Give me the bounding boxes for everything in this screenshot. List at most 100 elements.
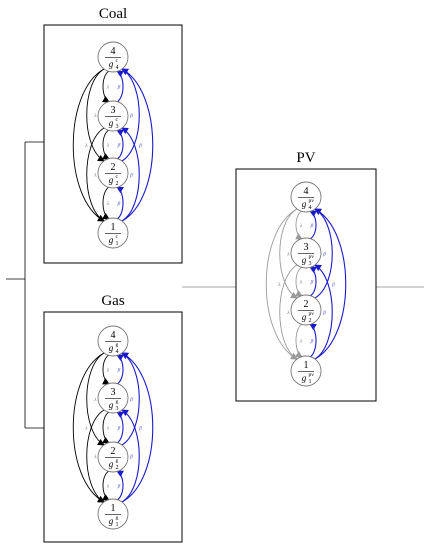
state-subscript: 4 — [309, 205, 312, 211]
down-rate-label: λ — [277, 282, 281, 288]
up-transition-arrow — [121, 68, 140, 162]
state-number: 2 — [304, 299, 309, 310]
state-symbol: g — [109, 343, 114, 353]
state-symbol: g — [109, 459, 114, 469]
down-transition-arrow — [279, 264, 298, 360]
state-superscript: c — [116, 58, 119, 64]
up-rate-label: β — [138, 426, 142, 432]
up-rate-label: β — [117, 426, 121, 432]
up-rate-label: β — [129, 173, 133, 179]
state-superscript: pv — [309, 198, 315, 204]
gas-panel-title: Gas — [101, 293, 124, 309]
state-superscript: g — [116, 515, 119, 521]
down-transition-arrow — [279, 208, 298, 299]
down-rate-label: λ — [106, 201, 110, 207]
up-transition-arrow — [121, 352, 140, 446]
up-rate-label: β — [117, 201, 121, 207]
up-transition-arrow — [309, 323, 317, 358]
state-circle — [290, 181, 322, 213]
down-transition-arrow — [102, 411, 110, 444]
up-transition-arrow — [314, 208, 347, 360]
up-rate-label: β — [138, 143, 142, 149]
up-rate-label: β — [129, 397, 133, 403]
state-superscript: g — [116, 399, 119, 405]
state-symbol: g — [109, 235, 114, 245]
down-transition-arrow — [295, 323, 303, 358]
state-subscript: 2 — [116, 465, 119, 471]
state-subscript: 4 — [116, 65, 119, 71]
state-circle — [290, 237, 322, 269]
down-rate-label: λ — [299, 223, 303, 229]
state-subscript: 3 — [116, 406, 119, 412]
up-rate-label: β — [322, 252, 326, 258]
state-symbol: g — [302, 199, 307, 209]
state-number: 3 — [111, 387, 116, 398]
state-superscript: c — [116, 234, 119, 240]
down-rate-label: λ — [93, 397, 97, 403]
down-transition-arrow — [72, 352, 105, 503]
state-symbol: g — [109, 516, 114, 526]
up-rate-label: β — [310, 339, 314, 345]
up-transition-arrow — [121, 409, 140, 503]
up-transition-arrow — [121, 127, 140, 222]
pv-panel-title: PV — [296, 150, 315, 166]
coal-panel-title: Coal — [99, 6, 127, 22]
state-number: 4 — [304, 186, 309, 197]
down-rate-label: λ — [286, 310, 290, 316]
down-transition-arrow — [86, 409, 105, 503]
state-superscript: pv — [309, 311, 315, 317]
state-circle — [97, 325, 129, 357]
state-superscript: pv — [309, 254, 315, 260]
state-number: 1 — [304, 360, 309, 371]
up-rate-label: β — [322, 310, 326, 316]
up-transition-arrow — [116, 129, 124, 160]
down-transition-arrow — [72, 68, 105, 222]
down-rate-label: λ — [299, 280, 303, 286]
up-rate-label: β — [117, 484, 121, 490]
down-rate-label: λ — [106, 143, 110, 149]
state-circle — [290, 355, 322, 387]
up-transition-arrow — [309, 210, 317, 240]
down-transition-arrow — [295, 266, 303, 297]
state-superscript: g — [116, 458, 119, 464]
state-number: 3 — [111, 105, 116, 116]
up-transition-arrow — [121, 352, 154, 503]
state-subscript: 3 — [116, 124, 119, 130]
state-circle — [97, 498, 129, 530]
state-symbol: g — [109, 400, 114, 410]
state-circle — [97, 441, 129, 473]
up-transition-arrow — [116, 70, 124, 103]
up-rate-label: β — [117, 368, 121, 374]
state-symbol: g — [109, 175, 114, 185]
down-rate-label: λ — [299, 339, 303, 345]
up-transition-arrow — [116, 354, 124, 385]
state-number: 1 — [111, 222, 116, 233]
up-transition-arrow — [309, 266, 317, 297]
state-subscript: 4 — [116, 349, 119, 355]
down-transition-arrow — [265, 208, 298, 360]
state-symbol: g — [302, 312, 307, 322]
state-circle — [290, 294, 322, 326]
down-rate-label: λ — [106, 426, 110, 432]
state-circle — [97, 217, 129, 249]
down-rate-label: λ — [286, 252, 290, 258]
state-circle — [97, 157, 129, 189]
down-rate-label: λ — [93, 113, 97, 119]
state-subscript: 1 — [309, 379, 312, 385]
down-rate-label: λ — [93, 454, 97, 460]
up-transition-arrow — [116, 470, 124, 501]
state-superscript: g — [116, 342, 119, 348]
down-transition-arrow — [102, 470, 110, 501]
down-transition-arrow — [102, 70, 110, 103]
connector-lines — [6, 141, 424, 429]
down-transition-arrow — [86, 68, 105, 162]
up-rate-label: β — [117, 85, 121, 91]
